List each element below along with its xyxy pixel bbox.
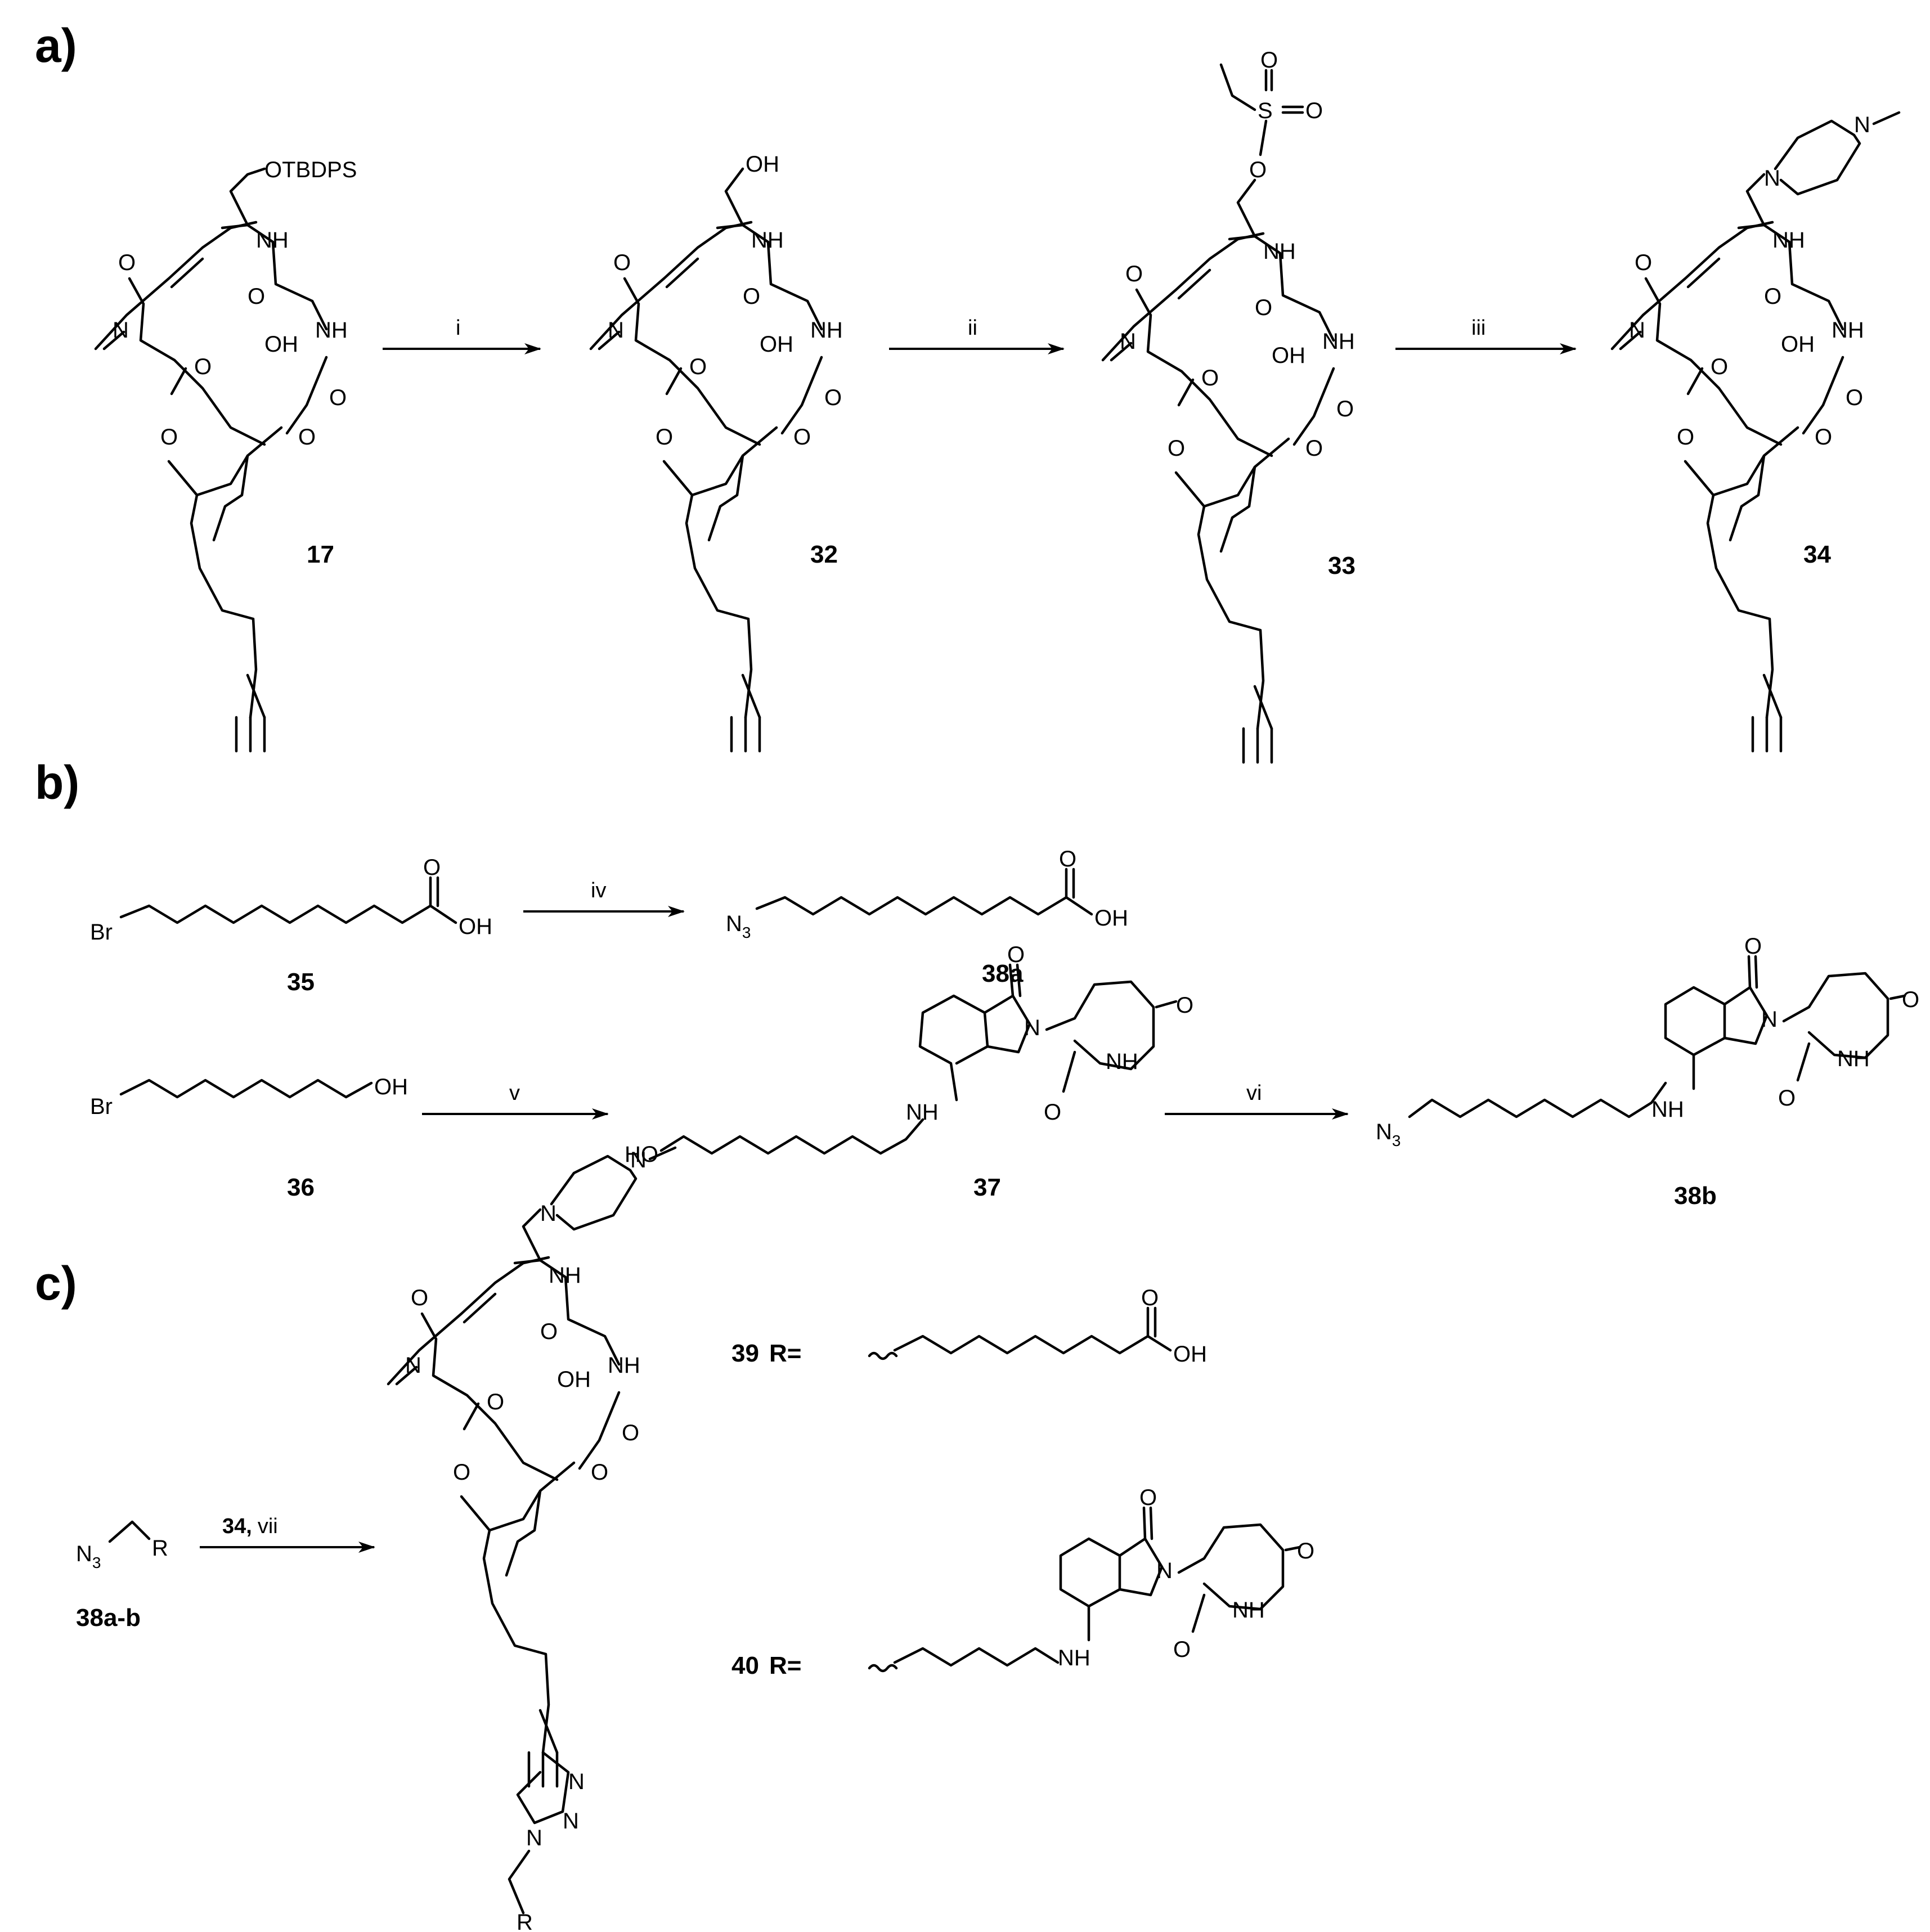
atom-o-37b: O [1176, 993, 1193, 1018]
atom-n-triazole2: N [563, 1809, 579, 1834]
atom-oh-36: OH [374, 1075, 408, 1099]
arrow-step-vii: 34, vii [200, 1515, 375, 1553]
compound-label-37: 37 [973, 1174, 1001, 1201]
arrow-step-iv: iv [523, 879, 685, 917]
atom-n-triazole3: N [526, 1826, 542, 1850]
atom-o-r40c: O [1173, 1637, 1191, 1662]
compound-label-38a-b: 38a-b [76, 1604, 141, 1632]
atom-o-s1: O [1305, 98, 1323, 123]
atom-oh-32: OH [746, 152, 779, 177]
atom-nh-37b: NH [1106, 1049, 1138, 1074]
atom-n-pip-c1: N [540, 1201, 556, 1226]
structure-38a-b: N3 R 38a-b [76, 1520, 168, 1632]
atom-n3-38b: N3 [1376, 1120, 1401, 1149]
atom-nh-38b: NH [1651, 1097, 1684, 1122]
atom-nh-38b-b: NH [1837, 1046, 1870, 1071]
step-label-iv: iv [591, 879, 606, 902]
atom-o-35: O [423, 855, 441, 880]
step-label-ii: ii [968, 316, 977, 340]
structure-36: Br OH 36 [90, 1075, 408, 1201]
panel-label-b: b) [35, 756, 79, 809]
atom-n3-38ab: N3 [76, 1542, 101, 1571]
atom-o-sulfonate: O [1249, 158, 1267, 182]
step-label-vii: 34, vii [222, 1515, 278, 1538]
atom-br-36: Br [90, 1094, 113, 1119]
panel-label-c: c) [35, 1257, 77, 1310]
structure-triazole-product: N N N N N R [388, 1146, 677, 1932]
atom-o-38b-a: O [1744, 934, 1762, 959]
arrow-step-iii: iii [1395, 316, 1577, 354]
atom-oh-38a: OH [1094, 906, 1128, 931]
step-label-i: i [456, 316, 460, 340]
arrow-step-ii: ii [889, 316, 1065, 354]
compound-label-38b: 38b [1674, 1182, 1717, 1210]
atom-oh-r39: OH [1173, 1342, 1207, 1367]
step-label-iii: iii [1471, 316, 1485, 340]
atom-o-s2: O [1260, 48, 1278, 73]
atom-o-r40a: O [1139, 1485, 1157, 1510]
structure-38a: N3 O OH 38a [726, 847, 1128, 987]
atom-r-38ab: R [152, 1536, 168, 1561]
atom-o-r39: O [1141, 1286, 1159, 1310]
atom-br-35: Br [90, 920, 113, 945]
structure-34: N N 34 [1612, 111, 1901, 751]
arrow-step-vi: vi [1165, 1081, 1349, 1120]
arrow-step-i: i [383, 316, 541, 354]
atom-n-38b: N [1761, 1007, 1778, 1032]
step-vii-reagent: vii [258, 1515, 278, 1538]
compound-label-36: 36 [287, 1174, 315, 1201]
atom-nh-r40b: NH [1232, 1598, 1265, 1623]
structure-33: O S O O 33 [1103, 48, 1356, 762]
atom-nh-r40: NH [1058, 1646, 1090, 1670]
atom-o-38b-b: O [1902, 987, 1919, 1012]
atom-n3-38a: N3 [726, 911, 751, 941]
atom-o-37a: O [1007, 942, 1025, 967]
step-vii-compound: 34, [222, 1515, 252, 1538]
atom-r-product: R [517, 1910, 533, 1932]
atom-s: S [1258, 98, 1273, 123]
atom-n-triazole1: N [568, 1769, 585, 1794]
atom-oh-35: OH [459, 914, 492, 939]
atom-o-38b-c: O [1778, 1086, 1796, 1111]
compound-label-33: 33 [1328, 552, 1356, 579]
structure-32: OH 32 [591, 152, 843, 751]
atom-nh-37: NH [906, 1100, 939, 1125]
atom-n-pip-c2: N [630, 1148, 647, 1172]
structure-38b: N3 NH O N O NH O 38b [1376, 934, 1919, 1210]
compound-label-35: 35 [287, 968, 315, 996]
arrow-step-v: v [422, 1081, 609, 1120]
atom-otbdps: OTBDPS [264, 158, 357, 182]
panel-label-a: a) [35, 19, 77, 72]
atom-n-r40: N [1156, 1558, 1173, 1583]
atom-n-37: N [1024, 1016, 1040, 1040]
compound-label-34: 34 [1803, 541, 1831, 568]
structure-37: HO NH O N O NH O 37 [625, 942, 1193, 1201]
atom-n-piperazine2: N [1854, 113, 1870, 137]
structure-17: OTBDPS 17 [96, 158, 357, 751]
compound-label-17: 17 [307, 541, 334, 568]
step-label-v: v [509, 1081, 520, 1105]
structure-35: Br O OH 35 [90, 855, 492, 996]
atom-o-r40b: O [1297, 1539, 1314, 1563]
atom-o-37c: O [1044, 1100, 1061, 1125]
step-label-vi: vi [1246, 1081, 1262, 1105]
compound-label-32: 32 [810, 541, 838, 568]
atom-ho-37: HO [625, 1142, 658, 1167]
atom-n-piperazine1: N [1764, 166, 1780, 191]
atom-o-38a: O [1059, 847, 1076, 871]
